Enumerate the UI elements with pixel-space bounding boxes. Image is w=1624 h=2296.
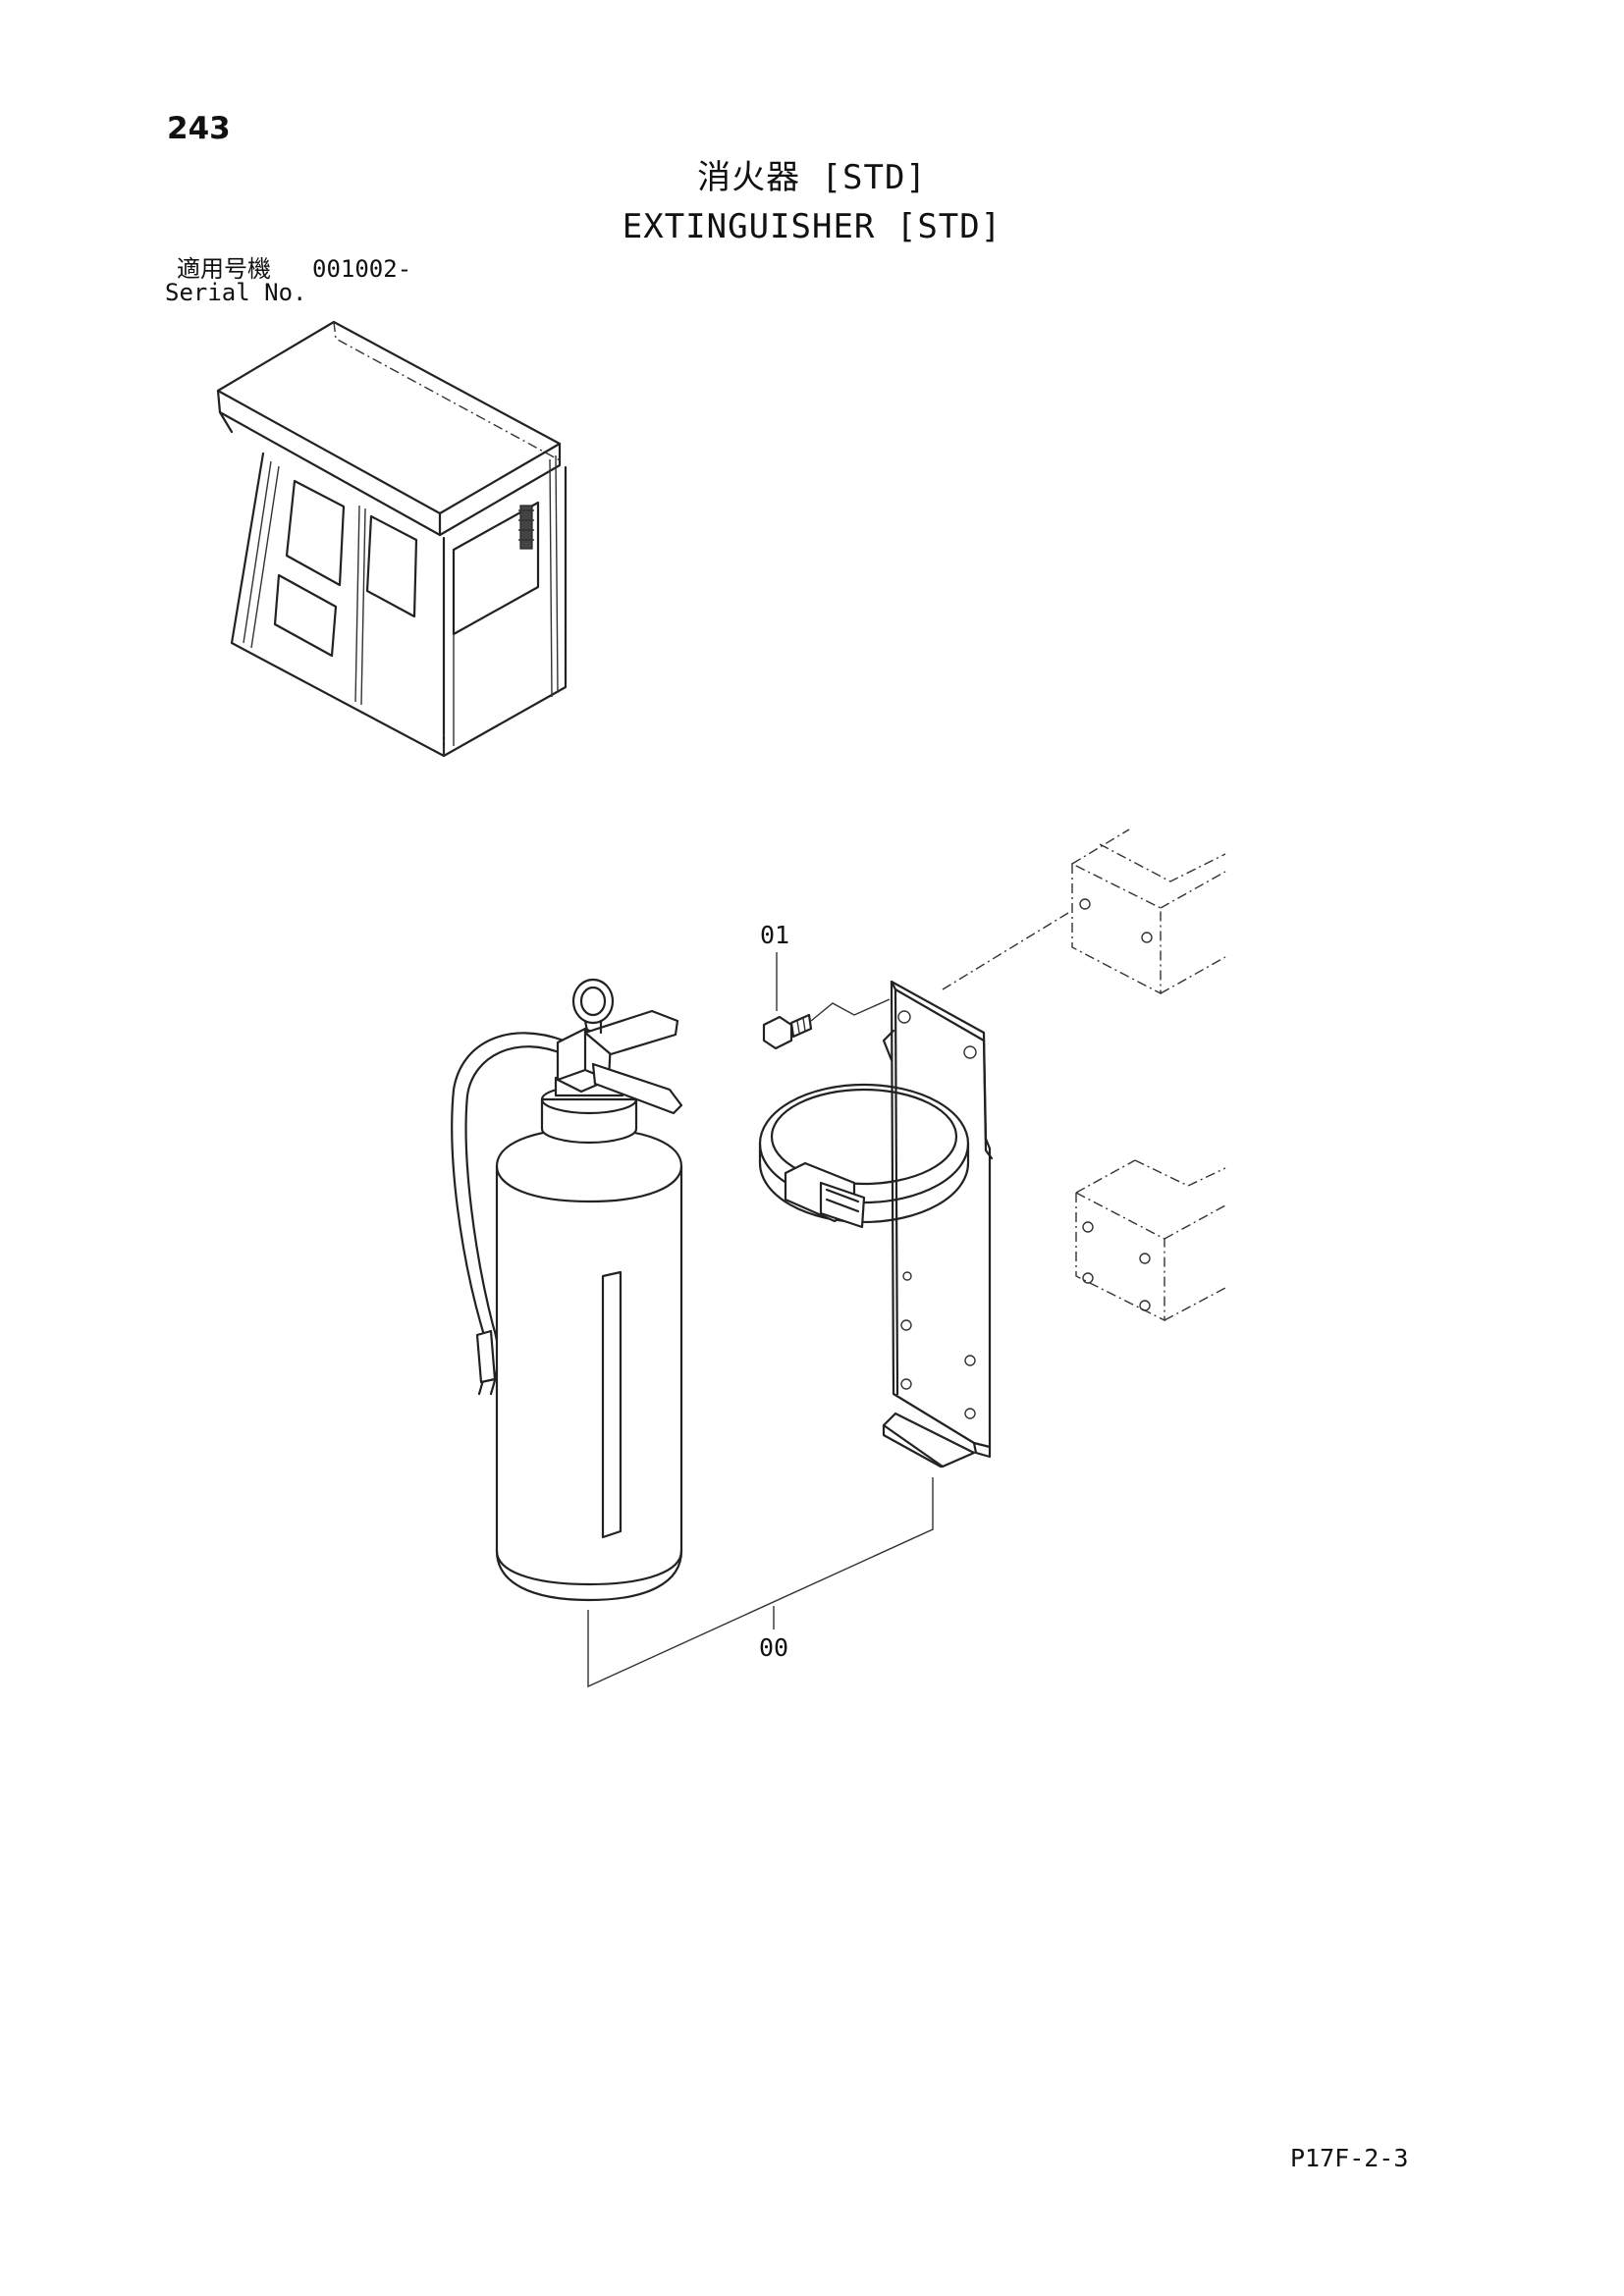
- serial-label-english: Serial No.: [165, 279, 307, 306]
- callout-label: 01: [760, 921, 790, 949]
- callout-label: 00: [759, 1633, 789, 1662]
- callout-00-leader: [587, 1477, 934, 1688]
- figure-code: P17F-2-3: [1290, 2144, 1409, 2172]
- bolt-part-01: [762, 952, 891, 1050]
- mounting-frame-blocks: [1071, 828, 1226, 1322]
- bracket-plate: [882, 980, 994, 1468]
- cab-overview-illustration: [216, 320, 568, 758]
- ring-clamp: [758, 1083, 970, 1229]
- serial-label-japanese: 適用号機: [177, 255, 271, 283]
- fire-extinguisher-illustration: [451, 978, 683, 1602]
- page-title-japanese: 消火器 [STD]: [697, 158, 927, 197]
- page-title-english: EXTINGUISHER [STD]: [622, 207, 1002, 246]
- serial-number-value: 001002-: [312, 255, 412, 283]
- page-number: 243: [167, 111, 231, 146]
